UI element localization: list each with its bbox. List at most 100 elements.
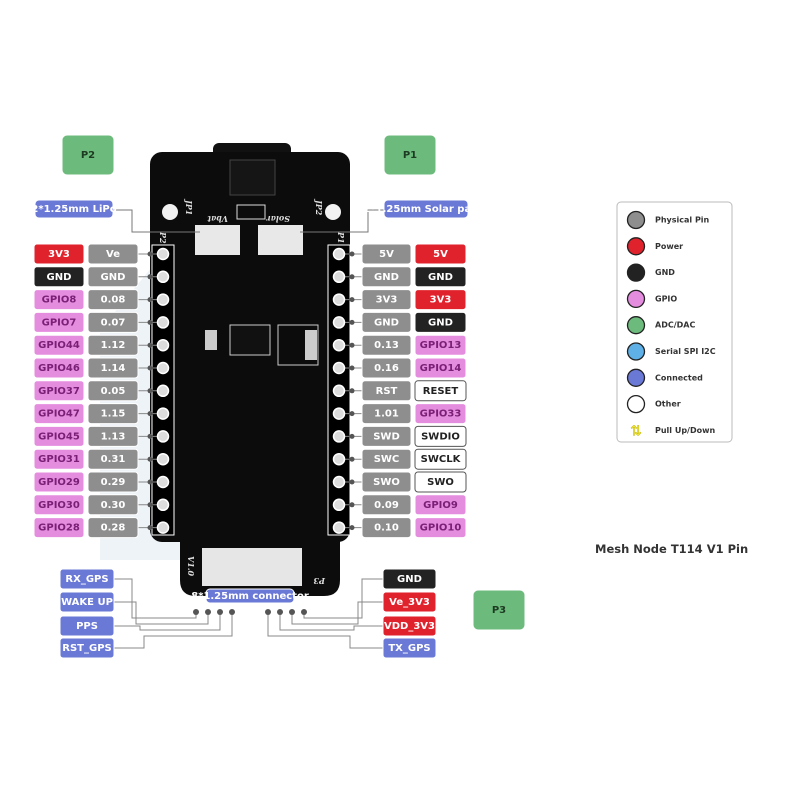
- legend-label: GND: [655, 268, 675, 277]
- right-pin-func-0-bg: [414, 243, 467, 265]
- gps-connector-label: 8*1.25mm connector: [191, 588, 309, 604]
- solar-connector-label-bg: [383, 199, 469, 219]
- legend-label: GPIO: [655, 294, 677, 303]
- right-pin-name-0: 5V: [361, 243, 412, 265]
- left-pin-func-4-bg: [33, 334, 85, 356]
- physical-pin: [332, 293, 346, 306]
- physical-pin: [156, 407, 170, 420]
- gps-left-label-1: WAKE UP: [59, 591, 115, 613]
- right-pin-name-11: 0.09: [361, 494, 412, 516]
- physical-pin: [332, 498, 346, 512]
- silk-p3: P3: [313, 576, 326, 586]
- right-pin-func-8-text: SWDIO: [421, 431, 460, 442]
- physical-pin: [156, 316, 170, 329]
- physical-pin: [156, 452, 170, 466]
- gps-right-label-0-bg: [382, 568, 437, 590]
- gps-right-label-1-bg: [382, 591, 437, 613]
- left-pin-name-9-bg: [87, 448, 139, 470]
- right-pin-name-10: SWO: [361, 471, 412, 493]
- gps-left-label-3-bg: [59, 637, 115, 659]
- gps-left-label-1-bg: [59, 591, 115, 613]
- right-pin-name-9: SWC: [361, 448, 412, 470]
- right-pin-name-6-bg: [361, 380, 412, 402]
- left-pin-func-3-text: GPIO7: [42, 317, 77, 328]
- legend-swatch: [626, 316, 646, 335]
- left-pin-func-3: GPIO7: [33, 311, 85, 333]
- physical-pin: [156, 521, 170, 534]
- ic: [229, 324, 271, 356]
- left-pin-func-11-text: GPIO30: [38, 500, 80, 511]
- physical-pin: [332, 430, 346, 443]
- gps-pin-dot: [289, 609, 295, 615]
- right-pin-func-2-bg: [414, 289, 467, 311]
- legend-item-pull: ⇅Pull Up/Down: [630, 423, 716, 439]
- right-pin-name-10-bg: [361, 471, 412, 493]
- pin-dot: [147, 251, 153, 257]
- legend-label: Physical Pin: [655, 216, 710, 225]
- gps-left-label-3: RST_GPS: [59, 637, 115, 659]
- left-pin-name-3-bg: [87, 311, 139, 333]
- physical-pin: [332, 475, 346, 489]
- right-pin-name-4-bg: [361, 334, 412, 356]
- right-pin-name-2: 3V3: [361, 289, 412, 311]
- silk-solar: Solar: [266, 214, 290, 224]
- mount-hole: [162, 204, 178, 220]
- pin-dot: [147, 319, 153, 325]
- physical-pin: [156, 384, 170, 398]
- gps-left-label-0: RX_GPS: [59, 568, 115, 590]
- gps-leader-line: [113, 612, 233, 649]
- left-pin-name-8: 1.13: [87, 425, 139, 447]
- gps-connector-label-text: 8*1.25mm connector: [191, 591, 309, 602]
- physical-pin: [332, 316, 346, 329]
- gps-left-label-1-text: WAKE UP: [61, 597, 113, 608]
- pin-dot: [147, 297, 153, 303]
- right-pin-name-12-text: 0.10: [374, 523, 399, 534]
- left-pin-name-7-bg: [87, 403, 139, 425]
- right-pin-name-6: RST: [361, 380, 412, 402]
- jumper-pads: [236, 204, 266, 220]
- left-pin-name-2: 0.08: [87, 289, 139, 311]
- right-pin-func-6: RESET: [414, 380, 467, 402]
- port-p3-label-text: P3: [492, 605, 506, 616]
- right-pin-func-0: 5V: [414, 243, 467, 265]
- pin-dot: [349, 251, 355, 257]
- pin-dot: [349, 411, 355, 417]
- right-pin-func-8: SWDIO: [414, 425, 467, 447]
- left-pin-name-3: 0.07: [87, 311, 139, 333]
- gps-left-label-2-text: PPS: [76, 621, 98, 632]
- left-pin-name-4-text: 1.12: [101, 340, 126, 351]
- right-pin-func-2-text: 3V3: [430, 295, 452, 306]
- pin-dot: [147, 388, 153, 394]
- physical-pin: [156, 498, 170, 512]
- pin-dot: [349, 297, 355, 303]
- gps-leader-line: [279, 612, 383, 631]
- left-pin-func-12-bg: [33, 517, 85, 539]
- left-pin-name-6-text: 0.05: [101, 386, 126, 397]
- right-pin-func-10-text: SWO: [427, 477, 454, 488]
- legend-label: ADC/DAC: [655, 321, 695, 330]
- solar-leader-line: [300, 209, 384, 233]
- left-pin-func-8: GPIO45: [33, 425, 85, 447]
- gps-right-label-3-bg: [382, 637, 437, 659]
- legend-item-physical: Physical Pin: [626, 210, 710, 230]
- gps-leader-line: [113, 612, 221, 631]
- port-p2-label: P2: [61, 134, 115, 176]
- left-pin-name-6-bg: [87, 380, 139, 402]
- right-pin-func-11-bg: [414, 494, 467, 516]
- legend-swatch: [626, 289, 646, 309]
- legend-item-gpio: GPIO: [626, 289, 677, 309]
- legend-item-serial: Serial SPI I2C: [626, 342, 716, 361]
- left-pin-name-10-bg: [87, 471, 139, 493]
- left-pin-func-2-bg: [33, 289, 85, 311]
- legend-label: Serial SPI I2C: [655, 347, 716, 356]
- pin-dot: [349, 525, 355, 531]
- right-pin-func-7: GPIO33: [414, 403, 467, 425]
- pin-dot: [147, 274, 153, 280]
- port-p1-label: P1: [383, 134, 437, 176]
- right-pin-name-0-text: 5V: [379, 249, 394, 260]
- left-pin-func-7-text: GPIO47: [38, 409, 80, 420]
- left-pin-name-6: 0.05: [87, 380, 139, 402]
- right-pin-name-8: SWD: [361, 425, 412, 447]
